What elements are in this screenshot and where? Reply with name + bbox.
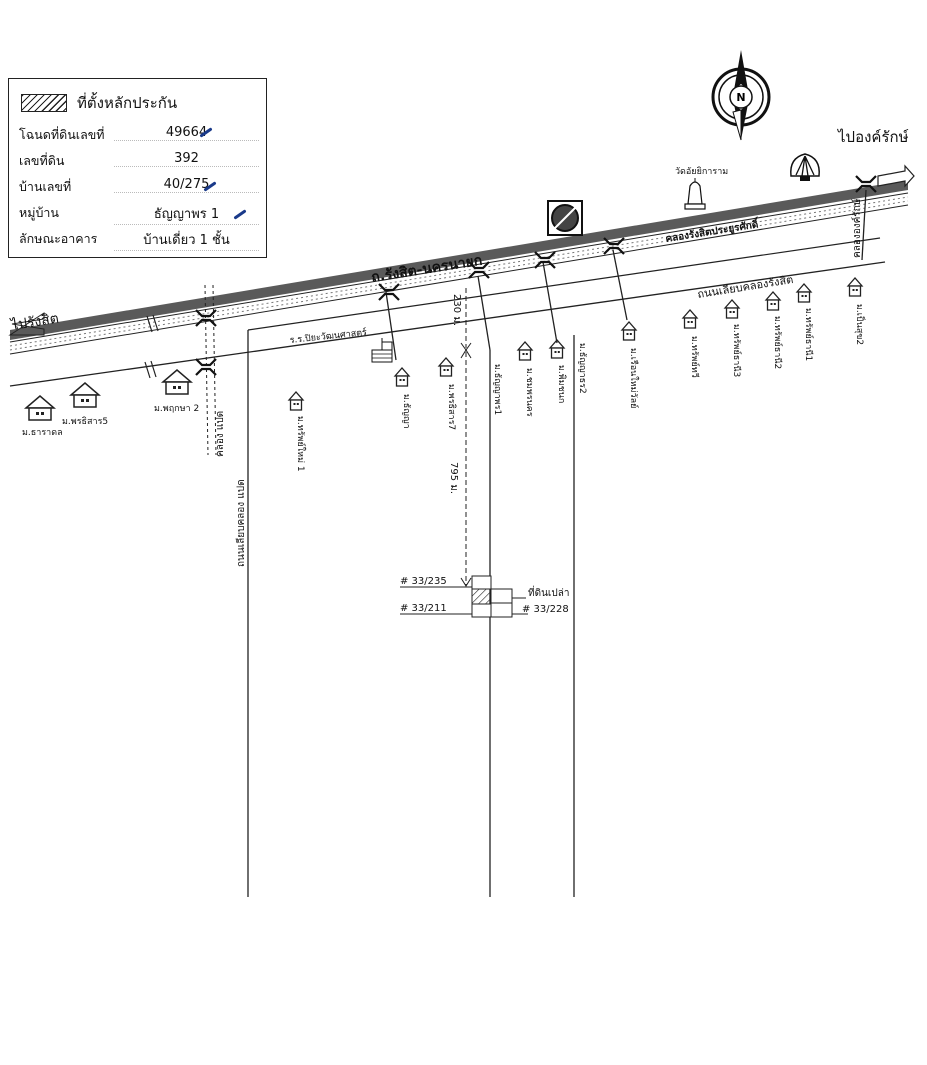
village-label: ม.พฤกษา 2 bbox=[154, 404, 199, 414]
legend-label-building: ลักษณะอาคาร bbox=[19, 231, 98, 246]
village-label: ม.ชมพรนคร bbox=[524, 368, 534, 417]
main-road bbox=[9, 180, 909, 355]
school-icon bbox=[371, 338, 393, 363]
plot-c-label: # 33/228 bbox=[522, 604, 569, 615]
school-label: ร.ร.ปิยะวัฒนศาสตร์ bbox=[289, 326, 367, 346]
village-label: ม.ทรัพย์ทวี bbox=[689, 336, 701, 378]
to-ongkharak-label: ไปองค์รักษ์ bbox=[837, 128, 909, 146]
village-label: ม.ธาราดล bbox=[22, 428, 63, 438]
village-label: ม.ธัญญาพร1 bbox=[492, 364, 502, 415]
village-label: ม.ทรัพย์ธานี1 bbox=[803, 308, 815, 361]
legend-header: ที่ตั้งหลักประกัน bbox=[21, 91, 177, 115]
village-label: ม.เป็นสุข2 bbox=[854, 304, 867, 345]
parcels bbox=[400, 575, 528, 618]
village-label: ม.พรธิสาร7 bbox=[446, 384, 457, 430]
village-label: ม.ทรัพย์ธานี2 bbox=[772, 316, 784, 369]
distance-795: 795 ม. bbox=[448, 462, 459, 494]
legend-label-deed: โฉนดที่ดินเลขที่ bbox=[19, 127, 105, 142]
village-label: ม.พรธิสาร5 bbox=[62, 416, 108, 427]
village-label: ม.พิมชนก bbox=[556, 365, 567, 403]
plot-b-label: # 33/211 bbox=[400, 603, 447, 614]
legend-label-house-no: บ้านเลขที่ bbox=[19, 179, 72, 194]
main-road-label: ถ.รังสิต-นครนายก bbox=[370, 253, 483, 286]
north-compass-icon bbox=[711, 50, 771, 141]
vacant-land-label: ที่ดินเปล่า bbox=[528, 585, 569, 599]
legend-title: ที่ตั้งหลักประกัน bbox=[77, 94, 178, 112]
klong-ongkharak-label: คลององค์รักษ์ bbox=[851, 198, 863, 258]
legend-value-land-no: 392 bbox=[114, 151, 259, 167]
village-label: ม.ทรัพย์ใหม่ 1 bbox=[295, 416, 307, 472]
legend-value-deed: 49664 bbox=[114, 125, 259, 141]
legend-value-village: ธัญญาพร 1 bbox=[114, 203, 259, 225]
plot-a-label: # 33/235 bbox=[400, 576, 447, 587]
gas-station-icon bbox=[547, 200, 583, 236]
collateral-hatch-icon bbox=[21, 94, 67, 112]
klong-paet-road-label: ถนนเลียบคลอง แปด bbox=[235, 479, 247, 567]
village-label: ม.เรือนใหม่วัลย์ bbox=[628, 348, 640, 408]
vertical-roads bbox=[247, 189, 867, 897]
north-label: N bbox=[736, 91, 745, 104]
shell-station-icon bbox=[790, 153, 820, 181]
legend-label-land-no: เลขที่ดิน bbox=[19, 153, 65, 168]
legend-box: ที่ตั้งหลักประกัน โฉนดที่ดินเลขที่ 49664… bbox=[8, 78, 267, 258]
distance-230: 230 ม. bbox=[451, 294, 462, 326]
legend-value-house-no: 40/275 bbox=[114, 177, 259, 193]
legend-label-village: หมู่บ้าน bbox=[19, 205, 59, 220]
village-label: ม.ธัญญา bbox=[401, 394, 411, 429]
collateral-plot bbox=[471, 588, 492, 605]
village-label: ม.ทรัพย์ธานี3 bbox=[731, 324, 743, 377]
klong-paet-label: คลอง แปด bbox=[215, 411, 226, 457]
canal-road bbox=[9, 261, 886, 387]
temple-label: วัดอัยยิการาม bbox=[675, 166, 728, 177]
temple-icon bbox=[684, 178, 706, 210]
canal-road-label: ถนนเลียบคลองรังสิต bbox=[696, 273, 794, 301]
legend-value-building: บ้านเดี่ยว 1 ชั้น bbox=[114, 229, 259, 251]
village-label: ม.ธัญญาธร2 bbox=[577, 343, 587, 394]
